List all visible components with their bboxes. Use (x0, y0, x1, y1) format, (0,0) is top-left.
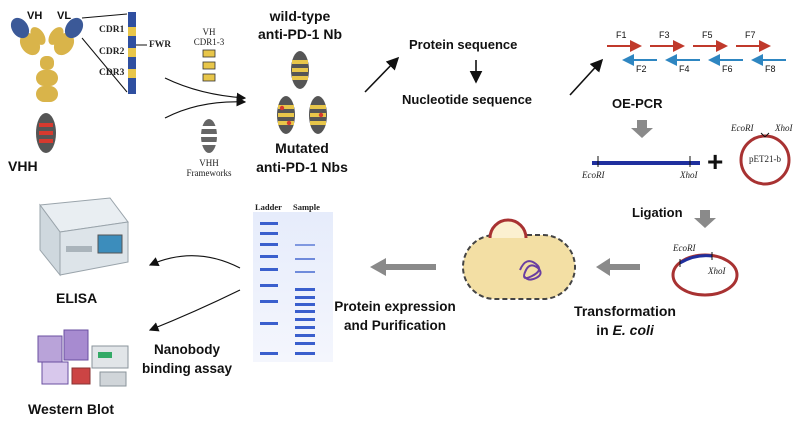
cdr-blocks-icon (202, 49, 216, 82)
recombinant-plasmid (671, 252, 739, 297)
cdr-range-label: CDR1-3 (193, 37, 225, 47)
mutated-label-line1: Mutated (275, 140, 329, 156)
fragment-ecori-label: EcoRI (582, 170, 605, 180)
nucleotide-sequence-label: Nucleotide sequence (402, 92, 533, 107)
ladder-bands (260, 222, 278, 355)
vhh-title: VHH (8, 158, 38, 174)
arrow-to-elisa (148, 255, 241, 269)
zoom-line (81, 37, 128, 93)
vl-label: VL (57, 10, 72, 22)
vh-label: VH (27, 10, 43, 22)
western-blot-icon (37, 329, 129, 387)
fwr-label: FWR (149, 40, 172, 50)
primer-f6: F6 (722, 64, 733, 74)
elisa-label: ELISA (56, 290, 98, 306)
primer-f7: F7 (745, 30, 756, 40)
primer-f3: F3 (659, 30, 670, 40)
transformation-label-line1: Transformation (574, 303, 676, 319)
mutated-nanobody-icon (277, 96, 327, 134)
mutated-label-line2: anti-PD-1 Nbs (256, 159, 348, 175)
primer-f5: F5 (702, 30, 713, 40)
ligation-label: Ligation (632, 205, 683, 220)
recombinant-xhoi-label: XhoI (708, 266, 726, 276)
dna-fragment (592, 156, 700, 167)
cdr2-label: CDR2 (99, 47, 125, 57)
transformation-label-line2: in E. coli (596, 322, 654, 338)
vh-small-label: VH (202, 27, 216, 37)
ecoli-cell-icon (462, 218, 576, 300)
elisa-reader-icon (39, 197, 129, 277)
primer-f2: F2 (636, 64, 647, 74)
arrow-to-protein-sequence (364, 56, 400, 93)
oe-pcr-label: OE-PCR (612, 96, 663, 111)
expression-label-line1: Protein expression (334, 299, 456, 314)
gray-arrow-to-gel (370, 258, 436, 276)
cdr-fwr-strip (128, 12, 147, 94)
cdr3-label: CDR3 (99, 68, 125, 78)
gray-arrow-ligation (694, 210, 716, 228)
wildtype-nanobody-icon (291, 51, 309, 89)
plus-sign: + (707, 146, 724, 177)
protein-sequence-label: Protein sequence (409, 37, 518, 52)
primer-f8: F8 (765, 64, 776, 74)
expression-label-line2: and Purification (343, 318, 446, 333)
plasmid-xhoi-label: XhoI (775, 123, 793, 133)
zoom-line (81, 13, 128, 19)
sds-page-gel (253, 212, 333, 362)
primer-f4: F4 (679, 64, 690, 74)
antibody-icon (10, 17, 84, 102)
gel-sample-label: Sample (293, 202, 320, 212)
wildtype-label-line1: wild-type (269, 8, 331, 24)
binding-assay-label-line1: Nanobody (154, 342, 220, 357)
western-blot-label: Western Blot (28, 401, 115, 417)
gray-arrow-down (631, 120, 653, 138)
binding-assay-label-line2: binding assay (141, 361, 233, 376)
plasmid-icon (739, 132, 791, 186)
vhh-nanobody-icon (36, 113, 56, 153)
wildtype-label-line2: anti-PD-1 Nb (258, 26, 342, 42)
gray-arrow-to-cell (596, 258, 640, 276)
recombinant-ecori-label: EcoRI (673, 243, 696, 253)
gel-ladder-label: Ladder (255, 202, 282, 212)
frameworks-label: Frameworks (186, 168, 232, 178)
arrow-to-western (148, 289, 241, 332)
plasmid-name-label: pET21-b (749, 154, 781, 164)
converge-arrow-bottom (164, 96, 247, 119)
vhh-small-label: VHH (199, 158, 219, 168)
plasmid-ecori-label: EcoRI (731, 123, 754, 133)
converge-arrow-top (164, 77, 247, 103)
arrow-to-primers (569, 58, 604, 96)
framework-blocks-icon (201, 119, 217, 153)
fragment-xhoi-label: XhoI (680, 170, 698, 180)
primer-f1: F1 (616, 30, 627, 40)
sample-bands (295, 244, 315, 355)
cdr1-label: CDR1 (99, 25, 125, 35)
